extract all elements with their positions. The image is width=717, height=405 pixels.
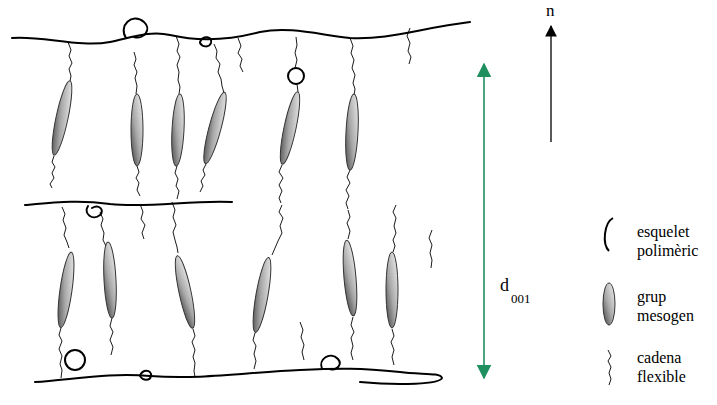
layer-spacing-arrow [483,64,485,378]
director-arrow [550,26,551,142]
legend-samples [603,218,615,385]
director-label: n [546,1,555,20]
legend-text: esquelet polimèric [637,222,711,260]
spacing-subscript: 001 [511,289,531,308]
legend-text: cadena flexible [637,348,711,386]
polymer-backbones [12,19,470,384]
spacing-symbol: d [500,276,509,295]
legend-text: grup mesogen [637,287,711,325]
mesogen-groups [48,80,398,334]
